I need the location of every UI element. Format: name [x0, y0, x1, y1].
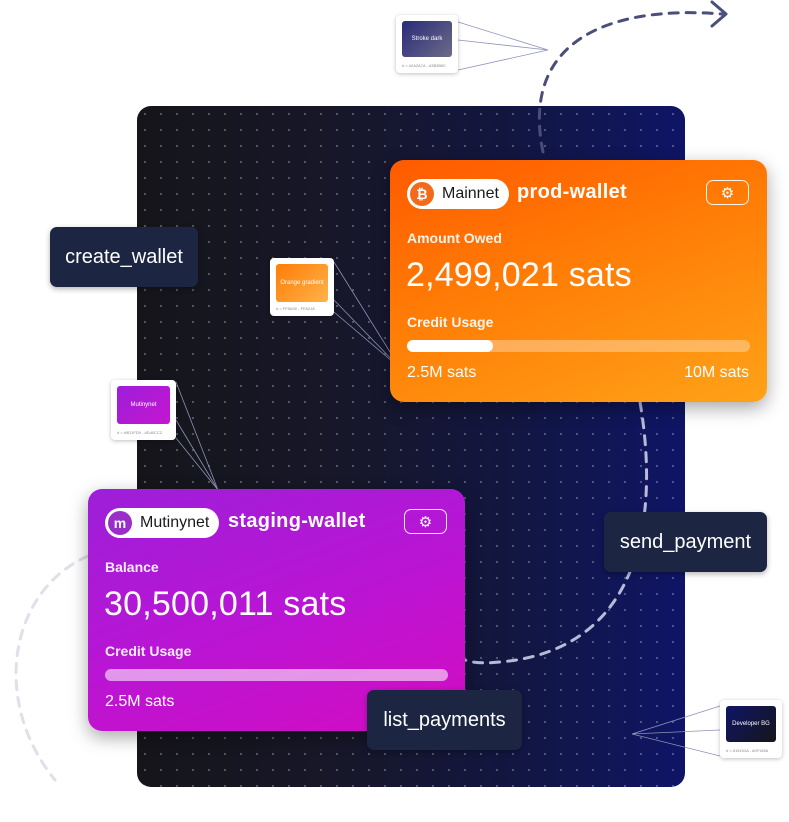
credit-usage-fill — [407, 340, 493, 352]
swatch-mutinynet[interactable]: Mutinynet # = #9D1FD9 - #D40CC2 — [111, 380, 176, 440]
swatch-code: # = #9D1FD9 - #D40CC2 — [117, 430, 163, 435]
usage-label: Credit Usage — [105, 643, 192, 659]
create-wallet-chip[interactable]: create_wallet — [50, 227, 198, 287]
swatch-code: # = #2A2A7A - #3B3B50 — [402, 63, 446, 68]
wallet-name: prod-wallet — [517, 181, 627, 203]
network-badge: ₿ Mainnet — [407, 179, 509, 209]
send-payment-chip[interactable]: send_payment — [604, 512, 767, 572]
mutinynet-icon: m — [108, 511, 132, 535]
arrow-head-icon — [710, 0, 728, 28]
list-payments-chip[interactable]: list_payments — [367, 690, 522, 750]
staging-wallet-card: m Mutinynet staging-wallet ⚙ Balance 30,… — [88, 489, 465, 731]
swatch-code: # = FF5A00 - FFA218 — [276, 306, 315, 311]
network-label: Mutinynet — [140, 514, 210, 531]
usage-max: 10M sats — [684, 364, 749, 381]
gear-icon: ⚙ — [418, 513, 433, 531]
amount-label: Balance — [105, 559, 159, 575]
swatch-preview: Orange gradient — [276, 264, 328, 302]
bitcoin-icon: ₿ — [410, 182, 434, 206]
amount-value: 2,499,021 sats — [406, 256, 632, 294]
swatch-code: # = #15151A - #0F1566 — [726, 748, 768, 753]
swatch-preview: Developer BG — [726, 706, 776, 742]
network-label: Mainnet — [442, 185, 499, 202]
settings-button[interactable]: ⚙ — [404, 509, 447, 534]
usage-min: 2.5M sats — [105, 693, 175, 710]
swatch-stroke-dark[interactable]: Stroke dark # = #2A2A7A - #3B3B50 — [396, 15, 458, 73]
swatch-preview: Mutinynet — [117, 386, 170, 424]
amount-value: 30,500,011 sats — [104, 585, 347, 623]
wallet-name: staging-wallet — [228, 510, 366, 532]
gear-icon: ⚙ — [720, 184, 735, 202]
settings-button[interactable]: ⚙ — [706, 180, 749, 205]
credit-usage-bar — [407, 340, 750, 352]
swatch-preview: Stroke dark — [402, 21, 452, 57]
usage-min: 2.5M sats — [407, 364, 477, 381]
prod-wallet-card: ₿ Mainnet prod-wallet ⚙ Amount Owed 2,49… — [390, 160, 767, 402]
credit-usage-bar — [105, 669, 448, 681]
amount-label: Amount Owed — [407, 230, 502, 246]
swatch-orange-gradient[interactable]: Orange gradient # = FF5A00 - FFA218 — [270, 258, 334, 316]
swatch-developer-bg[interactable]: Developer BG # = #15151A - #0F1566 — [720, 700, 782, 758]
network-badge: m Mutinynet — [105, 508, 220, 538]
credit-usage-fill — [105, 669, 448, 681]
usage-label: Credit Usage — [407, 314, 494, 330]
